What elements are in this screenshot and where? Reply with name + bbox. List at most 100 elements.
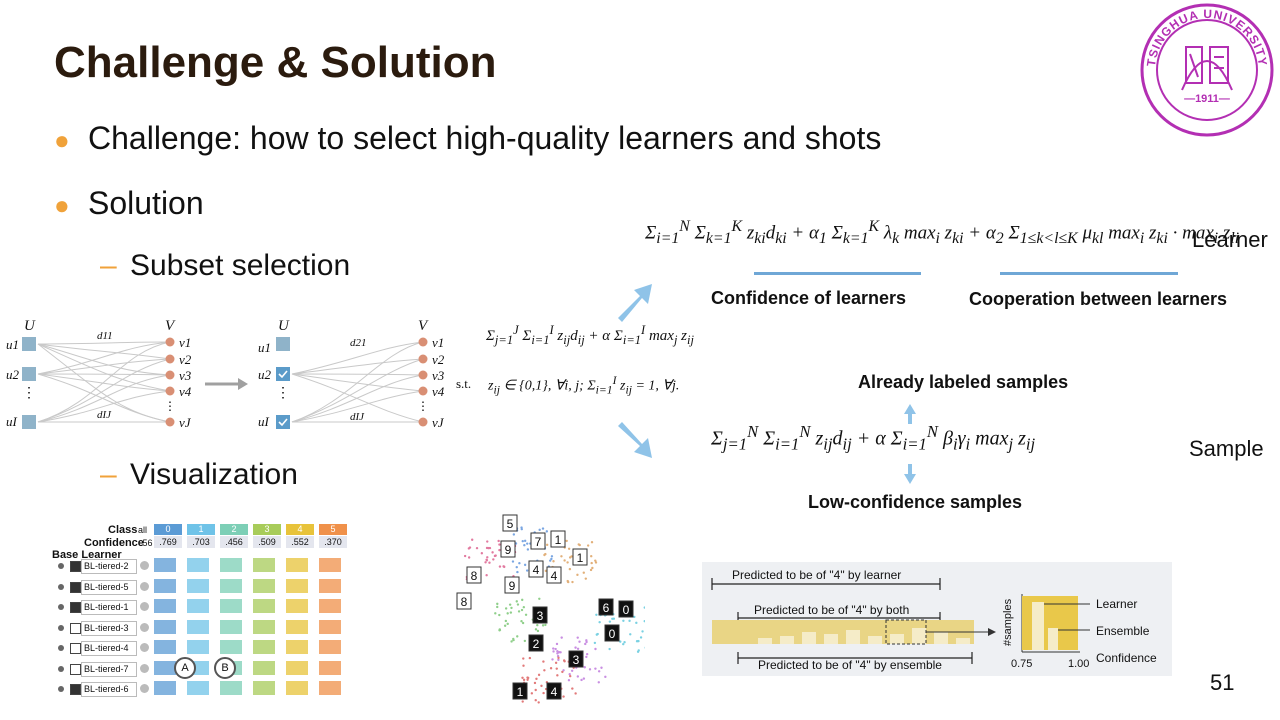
scatter-point [560,555,563,558]
digit-label: 1 [555,533,562,547]
row-handle[interactable] [58,686,64,692]
class-bar-cell[interactable] [220,558,246,572]
class-header-cell[interactable]: 5 [319,524,347,535]
class-bar-cell[interactable] [154,599,180,613]
learner-row[interactable]: BL-tiered-4 [50,640,380,656]
class-bar-cell[interactable] [154,578,180,593]
learner-checkbox[interactable] [70,684,81,695]
digit-label: 3 [573,653,580,667]
class-bar-cell[interactable] [286,558,312,572]
class-bar-cell[interactable] [253,558,279,572]
class-bar-cell[interactable] [286,578,312,593]
class-bar-cell[interactable] [154,619,180,634]
class-header-cell[interactable]: 3 [253,524,281,535]
class-bar-cell[interactable] [220,599,246,613]
class-bar-cell[interactable] [319,578,345,593]
learner-checkbox[interactable] [70,622,81,634]
scatter-point [637,649,640,652]
learner-checkbox[interactable] [70,643,81,654]
class-bar-cell[interactable] [286,660,312,675]
class-header-cell[interactable]: 0 [154,524,182,535]
class-bar-cell[interactable] [286,681,312,695]
scatter-point [530,692,534,695]
digit-label: 4 [551,569,558,583]
class-bar-cell[interactable] [187,640,213,654]
row-handle[interactable] [58,645,64,651]
class-bar-cell[interactable] [319,599,345,613]
row-handle[interactable] [58,665,64,672]
class-bar-cell[interactable] [319,640,345,654]
class-bar-cell[interactable] [187,681,213,695]
learner-checkbox[interactable] [70,663,81,675]
class-bar-cell[interactable] [253,681,279,695]
scatter-point [543,669,546,672]
class-bar-cell[interactable] [253,599,279,613]
learner-formula: Σi=1N Σk=1K zkidki + α1 Σk=1K λk maxi zk… [645,218,1240,248]
learner-checkbox[interactable] [70,561,81,572]
digit-label: 0 [623,603,630,617]
class-bar-cell[interactable] [187,578,213,593]
digit-label: 3 [537,609,544,623]
row-handle[interactable] [58,583,64,590]
digit-thumbnail [604,624,620,642]
class-bar-cell[interactable] [253,640,279,654]
class-bar-cell[interactable] [253,578,279,593]
class-bar-cell[interactable] [253,660,279,675]
learner-row[interactable]: BL-tiered-3 [50,619,380,636]
class-bar-cell[interactable] [220,640,246,654]
pred-ensemble-label: Predicted to be of "4" by ensemble [758,658,942,672]
class-bar-cell[interactable] [286,619,312,634]
scatter-point [545,543,549,547]
row-handle[interactable] [58,604,64,610]
class-header-cell[interactable]: 2 [220,524,248,535]
class-header-cell[interactable]: 1 [187,524,215,535]
class-bar-cell[interactable] [319,660,345,675]
learner-row[interactable]: BL-tiered-6 [50,681,380,697]
learner-row[interactable]: BL-tiered-2 [50,558,380,574]
row-handle[interactable] [58,563,64,569]
learner-checkbox[interactable] [70,602,81,613]
class-bar-cell[interactable] [154,558,180,572]
digit-label: 9 [505,543,512,557]
class-bar-cell[interactable] [319,681,345,695]
class-bar-cell[interactable] [187,599,213,613]
sample-label: Sample [1189,436,1264,461]
scatter-point [509,611,513,614]
class-bar-cell[interactable] [319,619,345,634]
scatter-point [520,526,523,529]
left-node-label: u2 [6,367,19,382]
digit-label: 1 [517,685,524,699]
class-bar-cell[interactable] [286,599,312,613]
scatter-point [598,620,601,624]
class-bar-cell[interactable] [187,558,213,572]
sub-bullet-visualization: –Visualization [100,458,298,492]
marker-b[interactable]: B [214,657,236,679]
constraint-formula: zij ∈ {0,1}, ∀i, j; Σi=1I zij = 1, ∀j. [488,374,680,397]
scatter-point [536,623,539,627]
scatter-point [565,539,568,543]
class-bar-cell[interactable] [286,640,312,654]
class-bar-cell[interactable] [220,619,246,634]
scatter-point [515,565,518,569]
scatter-point [556,674,559,677]
scatter-point [594,667,597,670]
row-handle[interactable] [58,624,64,631]
class-bar-cell[interactable] [253,619,279,634]
class-bar-cell[interactable] [220,578,246,593]
learner-checkbox[interactable] [70,581,81,593]
class-bar-cell[interactable] [220,681,246,695]
marker-a[interactable]: A [174,657,196,679]
learner-row[interactable]: BL-tiered-5 [50,578,380,595]
bullet-solution: ●Solution [54,185,204,222]
scatter-point [537,673,541,677]
class-bar-cell[interactable] [187,619,213,634]
class-bar-cell[interactable] [154,640,180,654]
learner-row[interactable]: BL-tiered-1 [50,599,380,615]
class-bar-cell[interactable] [154,681,180,695]
class-header-cell[interactable]: 4 [286,524,314,535]
right-node-label: v1 [432,335,445,350]
class-bar-cell[interactable] [319,558,345,572]
scatter-point [556,654,560,658]
scatter-point [584,642,587,646]
